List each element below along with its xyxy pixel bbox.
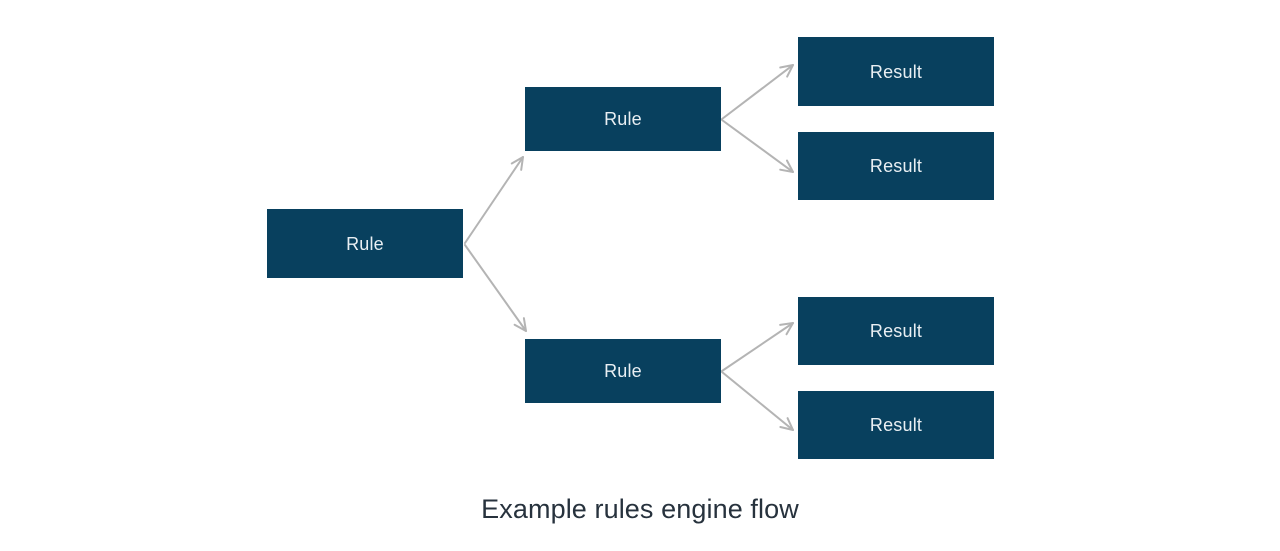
edge-rule-bottom-to-result-3 bbox=[721, 322, 794, 372]
edge-rule-top-to-result-2-shaft bbox=[721, 119, 793, 172]
edge-rule-top-to-result-2-head-0 bbox=[779, 168, 794, 173]
edge-root-to-rule-top-shaft bbox=[464, 157, 523, 244]
node-rule-root[interactable]: Rule bbox=[267, 209, 463, 278]
node-result-4[interactable]: Result bbox=[798, 391, 994, 459]
edge-rule-top-to-result-2-head-1 bbox=[785, 159, 794, 173]
edge-root-to-rule-top bbox=[464, 156, 524, 244]
edge-rule-top-to-result-1-shaft bbox=[721, 65, 793, 120]
edge-root-to-rule-bottom bbox=[464, 244, 527, 332]
edge-rule-bottom-to-result-3-head-0 bbox=[785, 322, 794, 336]
edge-rule-top-to-result-1-head-1 bbox=[779, 64, 794, 69]
edge-rule-bottom-to-result-4-head-0 bbox=[779, 426, 794, 431]
edge-rule-top-to-result-1 bbox=[721, 64, 794, 120]
edge-rule-bottom-to-result-4-shaft bbox=[721, 371, 793, 430]
edge-rule-bottom-to-result-3-head-1 bbox=[779, 322, 794, 326]
node-label: Rule bbox=[604, 361, 642, 381]
node-label: Result bbox=[869, 156, 923, 176]
node-result-3[interactable]: Result bbox=[798, 297, 994, 365]
node-label: Result bbox=[869, 321, 923, 341]
node-label: Result bbox=[869, 61, 923, 82]
edge-root-to-rule-top-head-0 bbox=[520, 156, 524, 171]
edge-root-to-rule-bottom-shaft bbox=[464, 244, 526, 331]
edge-root-to-rule-bottom-head-0 bbox=[513, 323, 527, 332]
node-rule-bottom[interactable]: Rule bbox=[525, 339, 721, 403]
node-label: Rule bbox=[346, 233, 384, 254]
edge-rule-bottom-to-result-4 bbox=[721, 371, 794, 431]
edge-rule-top-to-result-1-head-0 bbox=[786, 64, 794, 78]
edge-root-to-rule-bottom-head-1 bbox=[522, 317, 527, 332]
edge-rule-bottom-to-result-4-head-1 bbox=[786, 417, 794, 431]
diagram-caption: Example rules engine flow bbox=[481, 494, 799, 524]
node-result-1[interactable]: Result bbox=[798, 37, 994, 106]
node-result-2[interactable]: Result bbox=[798, 132, 994, 200]
edge-rule-bottom-to-result-3-shaft bbox=[721, 323, 793, 372]
node-rule-top[interactable]: Rule bbox=[525, 87, 721, 151]
node-label: Rule bbox=[604, 109, 642, 129]
edge-rule-top-to-result-2 bbox=[721, 119, 794, 173]
node-label: Result bbox=[869, 415, 923, 435]
edge-root-to-rule-top-head-1 bbox=[510, 156, 524, 165]
